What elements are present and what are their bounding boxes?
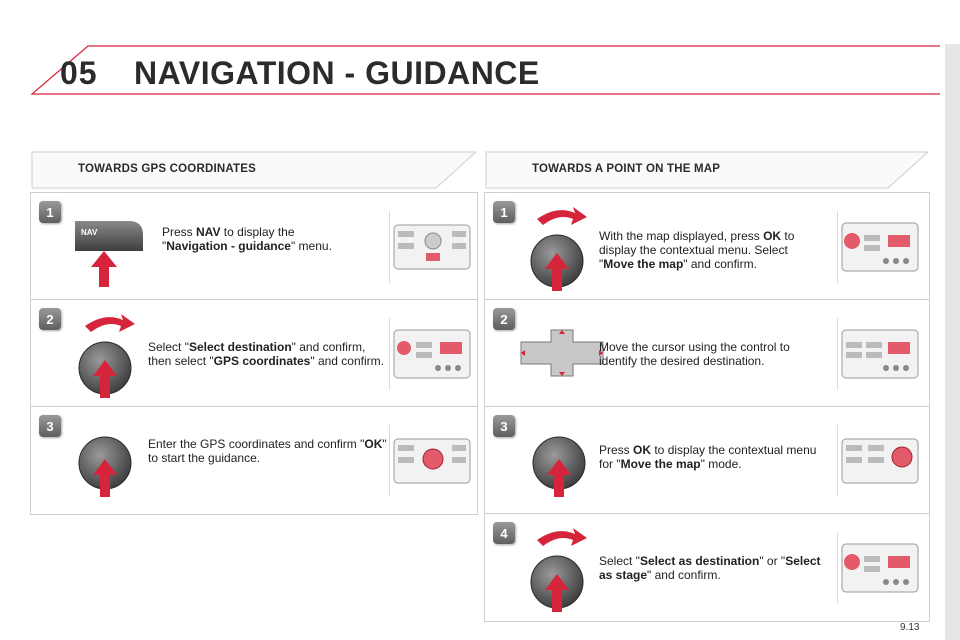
step-1: 1 With the map displayed, press OK to di…: [485, 193, 929, 300]
step-number-badge: 2: [39, 308, 61, 330]
rotary-knob-press-icon: [529, 425, 599, 510]
rotary-knob-turn-icon: [527, 524, 603, 619]
step-3-text: Press OK to display the contextual menu …: [599, 443, 817, 471]
directional-pad-icon: [517, 328, 607, 383]
step-2: 2 Move the cursor using the control to i…: [485, 300, 929, 407]
step-number-badge: 1: [493, 201, 515, 223]
page-title: NAVIGATION - GUIDANCE: [134, 55, 540, 91]
radio-panel-thumbnail: [389, 211, 475, 283]
nav-button-icon: NAV: [71, 217, 147, 292]
rotary-knob-turn-icon: [75, 310, 151, 405]
side-rail: [945, 44, 960, 640]
step-4: 4 Select "Select as destination" or "Sel…: [485, 514, 929, 621]
step-list: 1 With the map displayed, press OK to di…: [484, 192, 930, 622]
step-1-text: With the map displayed, press OK to disp…: [599, 229, 795, 271]
step-number-badge: 3: [493, 415, 515, 437]
radio-panel-thumbnail: [389, 318, 475, 390]
step-number-badge: 1: [39, 201, 61, 223]
step-1-text: Press NAV to display the "Navigation - g…: [162, 225, 332, 253]
rotary-knob-press-icon: [75, 425, 145, 510]
step-number-badge: 4: [493, 522, 515, 544]
step-2: 2 Select "Select destination" and confir…: [31, 300, 477, 407]
page-number: 9.13: [900, 622, 920, 633]
radio-panel-thumbnail: [837, 425, 923, 497]
page-header: [30, 44, 940, 100]
radio-panel-thumbnail: [837, 211, 923, 283]
step-2-text: Select "Select destination" and confirm,…: [148, 340, 384, 368]
step-number-badge: 2: [493, 308, 515, 330]
section-title: TOWARDS A POINT ON THE MAP: [532, 163, 721, 175]
radio-panel-thumbnail: [837, 532, 923, 604]
step-3: 3 Press OK to display the contextual men…: [485, 407, 929, 514]
radio-panel-thumbnail: [389, 425, 475, 497]
section-point-on-map: TOWARDS A POINT ON THE MAP 1 With: [484, 150, 930, 622]
section-title: TOWARDS GPS COORDINATES: [78, 163, 256, 175]
section-header: TOWARDS A POINT ON THE MAP: [484, 150, 930, 190]
chapter-number: 05: [60, 55, 98, 91]
radio-panel-thumbnail: [837, 318, 923, 390]
step-1: 1 NAV Press NAV to display the "Navigati…: [31, 193, 477, 300]
nav-key-label: NAV: [81, 228, 98, 237]
step-4-text: Select "Select as destination" or "Selec…: [599, 554, 821, 582]
step-number-badge: 3: [39, 415, 61, 437]
section-header: TOWARDS GPS COORDINATES: [30, 150, 478, 190]
section-gps-coordinates: TOWARDS GPS COORDINATES 1 NAV: [30, 150, 478, 515]
step-3-text: Enter the GPS coordinates and confirm "O…: [148, 437, 387, 465]
step-2-text: Move the cursor using the control to ide…: [599, 340, 790, 368]
step-list: 1 NAV Press NAV to display the "Navigati…: [30, 192, 478, 515]
step-3: 3 Enter the GPS coordinates and confirm …: [31, 407, 477, 514]
rotary-knob-turn-icon: [527, 203, 603, 298]
